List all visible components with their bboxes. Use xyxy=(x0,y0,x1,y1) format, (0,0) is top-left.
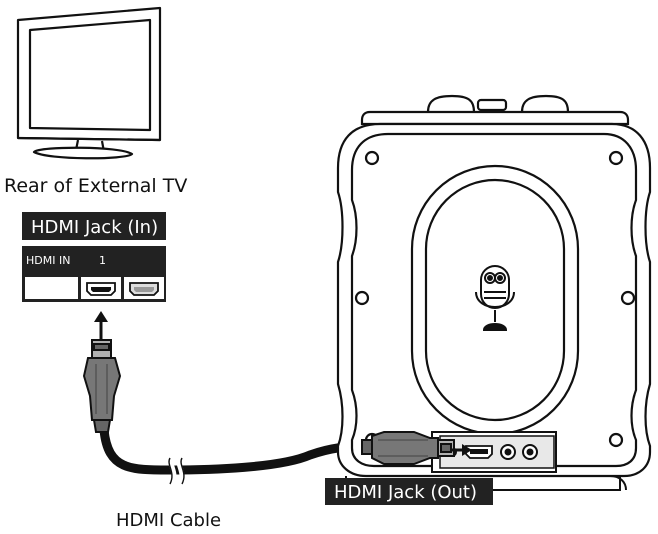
tv-panel-blank-cell xyxy=(25,277,78,299)
speaker-jack-label: HDMI Jack (Out) xyxy=(334,482,477,503)
tv-port-label: HDMI IN xyxy=(26,254,70,267)
arrow-icon xyxy=(94,311,108,339)
speaker-port-panel xyxy=(345,431,627,491)
karaoke-microphone-icon xyxy=(475,265,515,331)
tv-panel-title-bg xyxy=(22,212,166,240)
tv-caption: Rear of External TV xyxy=(4,175,187,197)
arrow-icon xyxy=(452,444,472,456)
tv-hdmi-port-1[interactable] xyxy=(86,282,116,296)
hdmi-plug-speaker-end xyxy=(361,431,455,465)
tv-port-number: 1 xyxy=(99,254,106,267)
tv-hdmi-port-2[interactable] xyxy=(129,282,159,296)
hdmi-plug-tv-end xyxy=(82,339,122,433)
speaker-jack-label-bg xyxy=(325,478,493,505)
speaker-hdmi-out-port[interactable] xyxy=(465,445,493,459)
hdmi-cable xyxy=(99,425,377,486)
tv-illustration xyxy=(16,6,162,160)
tv-hdmi-panel: HDMI Jack (In) HDMI IN 1 xyxy=(22,212,166,302)
tv-panel-title: HDMI Jack (In) xyxy=(31,217,158,238)
cable-caption: HDMI Cable xyxy=(116,510,221,531)
